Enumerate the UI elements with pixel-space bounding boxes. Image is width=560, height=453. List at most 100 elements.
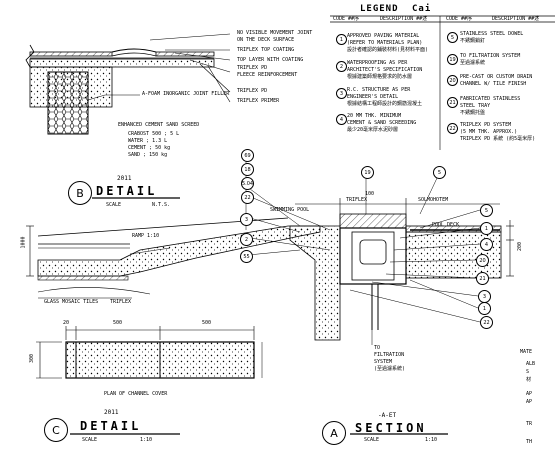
callout-5-right: 5 xyxy=(480,204,493,217)
detail-c-drawing xyxy=(36,326,263,435)
detail-b-scale-label: SCALE xyxy=(106,202,122,208)
callout-55: 55 xyxy=(240,250,253,263)
section-a-title: SECTION xyxy=(355,421,427,435)
callout-20: 20 xyxy=(476,254,489,267)
legend-item-3-line-3: 根據結構工程師設計的鋼筋混凝土 xyxy=(347,101,423,107)
legend-item-5-line-2: 不銹鋼銷釘 xyxy=(460,38,486,44)
legend-item-22-line-1: TRIPLEX PD SYSTEM xyxy=(460,122,512,128)
legend-item-1-line-1: APPROVED PAVING MATERIAL xyxy=(347,33,420,39)
legend-item-4-line-2: CEMENT & SAND SCREEDING xyxy=(347,120,417,126)
dim-200: 200 xyxy=(517,241,524,252)
callout-69: 69 xyxy=(241,149,254,162)
legend-code-1: 1 xyxy=(336,34,347,45)
side-note-4: 材 xyxy=(526,377,532,383)
legend-code-2: 2 xyxy=(336,61,347,72)
side-note-6: AP xyxy=(526,399,533,405)
detail-b-note-8: TRIFLEX PRIMER xyxy=(237,98,280,104)
legend-item-1-line-2: (REFER TO MATERIALS PLAN) xyxy=(347,40,423,46)
legend-item-2-line-1: WATERPROOFING AS PER xyxy=(347,60,408,66)
detail-b-note-1: NO VISIBLE MOVEMENT JOINT xyxy=(237,30,313,36)
callout-5-04: 5.04 xyxy=(241,177,254,190)
legend-header-code-right: CODE ##序 xyxy=(446,16,473,22)
legend-item-3-line-2: ENGINEER'S DETAIL xyxy=(347,94,399,100)
detail-b-note-6: FLEECE REINFORCEMENT xyxy=(237,72,298,78)
to-filtration-1: TO xyxy=(374,345,381,351)
legend-item-2-line-2: ARCHITECT'S SPECIFICATION xyxy=(347,67,423,73)
dim-100: 100 xyxy=(365,191,375,197)
screed-title: ENHANCED CEMENT SAND SCREED xyxy=(118,122,200,128)
side-note-1: MATE xyxy=(520,349,533,355)
detail-b-note-7: TRIFLEX PD xyxy=(237,88,268,94)
side-note-2: ALB xyxy=(526,361,536,367)
legend-item-22-line-3: TRIPLEX PD 系統 (約5毫米厚) xyxy=(460,136,536,142)
legend-item-4-line-1: 20 MM THK. MINIMUM xyxy=(347,113,402,119)
screed-spec-2: WATER ; 1.3 L xyxy=(128,138,168,144)
label-swimming-pool: SWIMMING POOL xyxy=(270,207,310,213)
label-glass-mosaic: GLASS MOSAIC TILES xyxy=(44,299,99,305)
section-a-scale-label: SCALE xyxy=(364,437,380,443)
detail-b-drawing xyxy=(25,33,231,199)
section-a-tag: A xyxy=(322,421,346,445)
legend-item-21-line-1: FABRICATED STAINLESS xyxy=(460,96,521,102)
section-a-ref: -A-ET xyxy=(378,412,397,419)
section-a-scale-value: 1:10 xyxy=(425,437,438,443)
dim-1000: 1000 xyxy=(20,236,27,249)
legend-item-19-line-2: 至過濾系統 xyxy=(460,60,486,66)
callout-4: 4 xyxy=(480,238,493,251)
legend-item-20-line-1: PRE-CAST OR CUSTOM DRAIN xyxy=(460,74,533,80)
legend-code-4: 4 xyxy=(336,114,347,125)
to-filtration-4: (至過濾系統) xyxy=(374,366,406,372)
legend-header-desc-left: DESCRIPTION ##述 xyxy=(380,16,428,22)
detail-c-scale-value: 1:10 xyxy=(140,437,153,443)
side-note-3: S xyxy=(526,369,530,375)
callout-18: 18 xyxy=(241,163,254,176)
label-triflex: TRIFLEX xyxy=(346,197,368,203)
to-filtration-3: SYSTEM xyxy=(374,359,393,365)
detail-b-note-2: ON THE DECK SURFACE xyxy=(237,37,295,43)
legend-item-21-line-2: STEEL TRAY xyxy=(460,103,491,109)
legend-frame xyxy=(330,15,555,150)
callout-19: 19 xyxy=(361,166,374,179)
callout-21: 21 xyxy=(476,272,489,285)
legend-item-4-line-3: 最少20毫米厚水泥砂層 xyxy=(347,127,399,133)
detail-b-note-3: TRIFLEX TOP COATING xyxy=(237,47,295,53)
callout-22-right: 22 xyxy=(480,316,493,329)
legend-title-suffix: Cai xyxy=(412,4,432,14)
screed-spec-4: SAND ; 150 kg xyxy=(128,152,168,158)
side-note-8: TH xyxy=(526,439,533,445)
legend-item-22-line-2: (5 MM THK. APPROX.) xyxy=(460,129,518,135)
side-note-7: TR xyxy=(526,421,533,427)
label-triflex-low: TRIFLEX xyxy=(110,299,132,305)
callout-22-left: 22 xyxy=(241,191,254,204)
legend-code-19: 19 xyxy=(447,54,458,65)
callout-3-right: 3 xyxy=(478,290,491,303)
legend-code-21: 21 xyxy=(447,97,458,108)
callout-1-right: 1 xyxy=(478,302,491,315)
legend-item-21-line-3: 不銹鋼托盤 xyxy=(460,110,486,116)
detail-b-tag: B xyxy=(68,181,92,205)
detail-b-title: DETAIL xyxy=(96,184,158,198)
legend-item-1-line-3: 設計者確認的鋪裝材料(見材料平面) xyxy=(347,47,429,53)
legend-item-20-line-2: CHANNEL W/ TILE FINISH xyxy=(460,81,527,87)
detail-c-ref: 2011 xyxy=(104,409,119,416)
label-pool-deck: POOL DECK xyxy=(432,222,460,228)
callout-1: 1 xyxy=(480,222,493,235)
legend-code-5: 5 xyxy=(447,32,458,43)
detail-c-dim-500-a: 500 xyxy=(113,320,123,326)
detail-c-title: DETAIL xyxy=(80,419,142,433)
detail-b-scale-value: N.T.S. xyxy=(152,202,171,208)
detail-b-note-5: TRIFLEX PD xyxy=(237,65,268,71)
detail-c-scale-label: SCALE xyxy=(82,437,98,443)
label-ramp: RAMP 1:10 xyxy=(132,233,160,239)
legend-item-3-line-1: R.C. STRUCTURE AS PER xyxy=(347,87,411,93)
legend-header-code-left: CODE ##序 xyxy=(333,16,360,22)
legend-item-5-line-1: STAINLESS STEEL DOWEL xyxy=(460,31,524,37)
foam-note: A-FOAM INORGANIC JOINT FILLER xyxy=(142,91,230,97)
detail-c-dim-20: 20 xyxy=(63,320,70,326)
detail-b-note-4: TOP LAYER WITH COATING xyxy=(237,57,304,63)
callout-2: 2 xyxy=(240,233,253,246)
legend-item-2-line-3: 根據建築師規格要求的防水層 xyxy=(347,74,413,80)
screed-spec-3: CEMENT ; 50 kg xyxy=(128,145,171,151)
legend-title: LEGEND xyxy=(360,4,399,14)
